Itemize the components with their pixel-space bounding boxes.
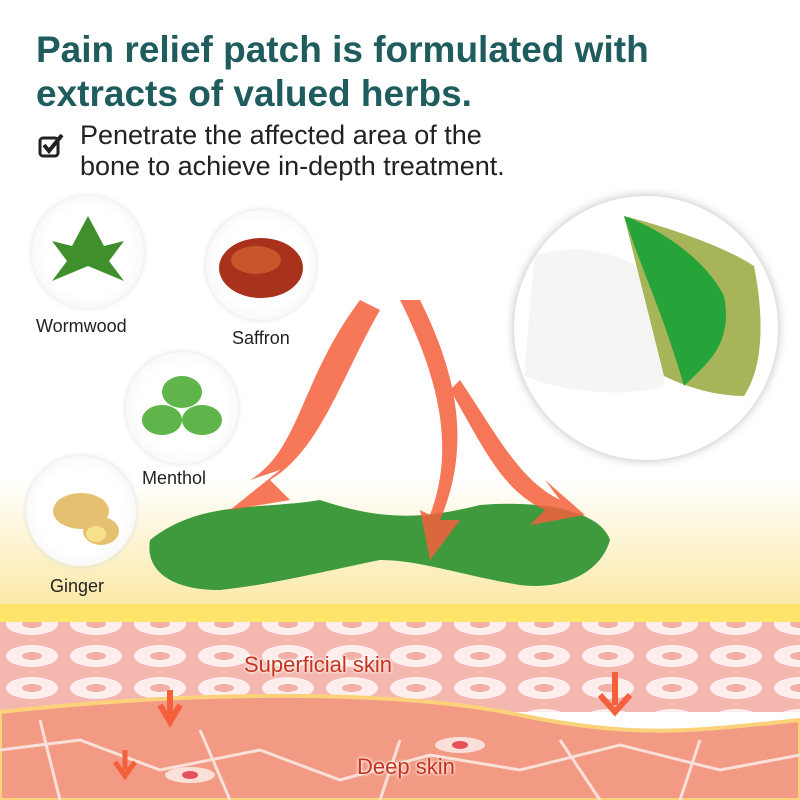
checkbox-checked-icon [38, 133, 64, 158]
benefit-line2: bone to achieve in-depth treatment. [80, 151, 505, 181]
herb-label-menthol: Menthol [142, 468, 207, 488]
mint-leaf-icon [126, 352, 238, 464]
herb-label-wormwood: Wormwood [36, 316, 127, 336]
superficial-skin-label: Superficial skin [244, 652, 392, 677]
herb-label-ginger: Ginger [50, 576, 105, 596]
herb-label-saffron: Saffron [232, 328, 290, 348]
saffron-icon [206, 210, 316, 320]
benefit-line1: Penetrate the affected area of the [80, 120, 482, 150]
patch [149, 500, 610, 590]
patch-closeup [514, 196, 778, 460]
ginger-icon [26, 456, 136, 566]
wormwood-icon [32, 196, 144, 308]
headline-line1: Pain relief patch is formulated with [36, 29, 649, 70]
headline-line2: extracts of valued herbs. [36, 73, 472, 114]
deep-skin-label: Deep skin [357, 754, 455, 779]
